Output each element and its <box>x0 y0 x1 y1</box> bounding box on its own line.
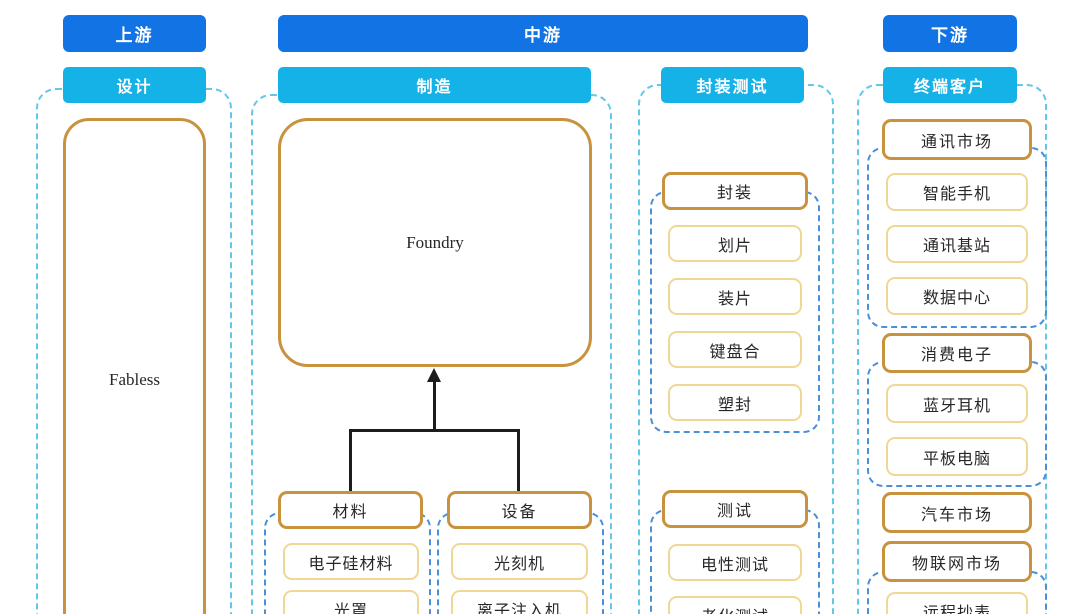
iot-item-remote-meter: 远程抄表 <box>886 592 1028 614</box>
connector-horizontal <box>349 429 519 432</box>
consumer-header-box: 消费电子 <box>882 333 1032 373</box>
testing-item-burn-in-label: 老化测试 <box>701 603 769 614</box>
comm-item-base-station-label: 通讯基站 <box>922 238 991 255</box>
consumer-item-bt-earphone: 蓝牙耳机 <box>886 384 1028 423</box>
packaging-header-box: 封装 <box>662 172 808 210</box>
packaging-item-bonding-label: 键盘合 <box>709 343 761 361</box>
stage-header-midstream-label: 中游 <box>524 26 562 45</box>
consumer-item-tablet-label: 平板电脑 <box>922 450 991 468</box>
materials-item-photomask: 光罩 <box>283 590 419 614</box>
section-header-design-label: 设计 <box>116 79 153 96</box>
auto-market-header-box: 汽车市场 <box>882 492 1032 533</box>
section-header-design: 设计 <box>63 67 206 103</box>
section-header-end-customer: 终端客户 <box>883 67 1017 103</box>
comm-item-smartphone: 智能手机 <box>886 173 1028 211</box>
comm-market-header-box: 通讯市场 <box>882 119 1032 160</box>
section-header-manufacturing: 制造 <box>278 67 591 103</box>
comm-item-data-center: 数据中心 <box>886 277 1028 315</box>
packaging-item-dicing: 划片 <box>668 225 802 262</box>
fabless-box: Fabless <box>63 118 206 614</box>
section-header-packaging-testing-label: 封装测试 <box>696 79 769 96</box>
stage-header-upstream: 上游 <box>63 15 206 52</box>
testing-header-box: 测试 <box>662 490 808 528</box>
connector-vertical-equipment <box>517 429 520 491</box>
testing-item-electrical-label: 电性测试 <box>700 556 769 574</box>
materials-header-label: 材料 <box>332 504 369 521</box>
stage-header-downstream-label: 下游 <box>931 26 969 45</box>
stage-header-upstream-label: 上游 <box>115 26 154 45</box>
equipment-header-box: 设备 <box>447 491 592 529</box>
testing-header-label: 测试 <box>716 503 753 520</box>
section-header-manufacturing-label: 制造 <box>416 79 453 96</box>
packaging-item-molding-label: 塑封 <box>717 396 752 414</box>
materials-item-photomask-label: 光罩 <box>333 602 368 614</box>
consumer-header-label: 消费电子 <box>920 347 993 364</box>
packaging-item-bonding: 键盘合 <box>668 331 802 368</box>
stage-header-downstream: 下游 <box>883 15 1017 52</box>
arrow-up-icon <box>427 368 441 382</box>
materials-header-box: 材料 <box>278 491 423 529</box>
fabless-label: Fabless <box>109 370 160 389</box>
equipment-item-ion-implanter-label: 离子注入机 <box>476 602 562 614</box>
connector-vertical-main <box>433 380 436 431</box>
iot-item-remote-meter-label: 远程抄表 <box>922 605 991 614</box>
foundry-label: Foundry <box>406 232 464 252</box>
section-header-end-customer-label: 终端客户 <box>913 79 986 96</box>
comm-item-smartphone-label: 智能手机 <box>922 186 991 203</box>
packaging-item-die-attach-label: 装片 <box>717 290 752 308</box>
connector-vertical-materials <box>349 429 352 491</box>
equipment-header-label: 设备 <box>501 504 538 521</box>
materials-item-silicon: 电子硅材料 <box>283 543 419 580</box>
packaging-item-molding: 塑封 <box>668 384 802 421</box>
foundry-box: Foundry <box>278 118 592 367</box>
packaging-item-dicing-label: 划片 <box>717 237 752 255</box>
consumer-item-tablet: 平板电脑 <box>886 437 1028 476</box>
equipment-item-lithography-label: 光刻机 <box>493 555 545 573</box>
comm-item-data-center-label: 数据中心 <box>922 290 991 307</box>
testing-item-burn-in: 老化测试 <box>668 596 802 614</box>
packaging-item-die-attach: 装片 <box>668 278 802 315</box>
testing-item-electrical: 电性测试 <box>668 544 802 581</box>
section-header-packaging-testing: 封装测试 <box>661 67 804 103</box>
iot-market-header-box: 物联网市场 <box>882 541 1032 582</box>
consumer-item-bt-earphone-label: 蓝牙耳机 <box>922 397 991 415</box>
comm-item-base-station: 通讯基站 <box>886 225 1028 263</box>
packaging-header-label: 封装 <box>716 185 753 202</box>
auto-market-header-label: 汽车市场 <box>920 506 993 524</box>
equipment-item-lithography: 光刻机 <box>451 543 588 580</box>
comm-market-header-label: 通讯市场 <box>920 133 993 151</box>
stage-header-midstream: 中游 <box>278 15 808 52</box>
iot-market-header-label: 物联网市场 <box>911 555 1002 573</box>
equipment-item-ion-implanter: 离子注入机 <box>451 590 588 614</box>
materials-item-silicon-label: 电子硅材料 <box>308 555 394 573</box>
